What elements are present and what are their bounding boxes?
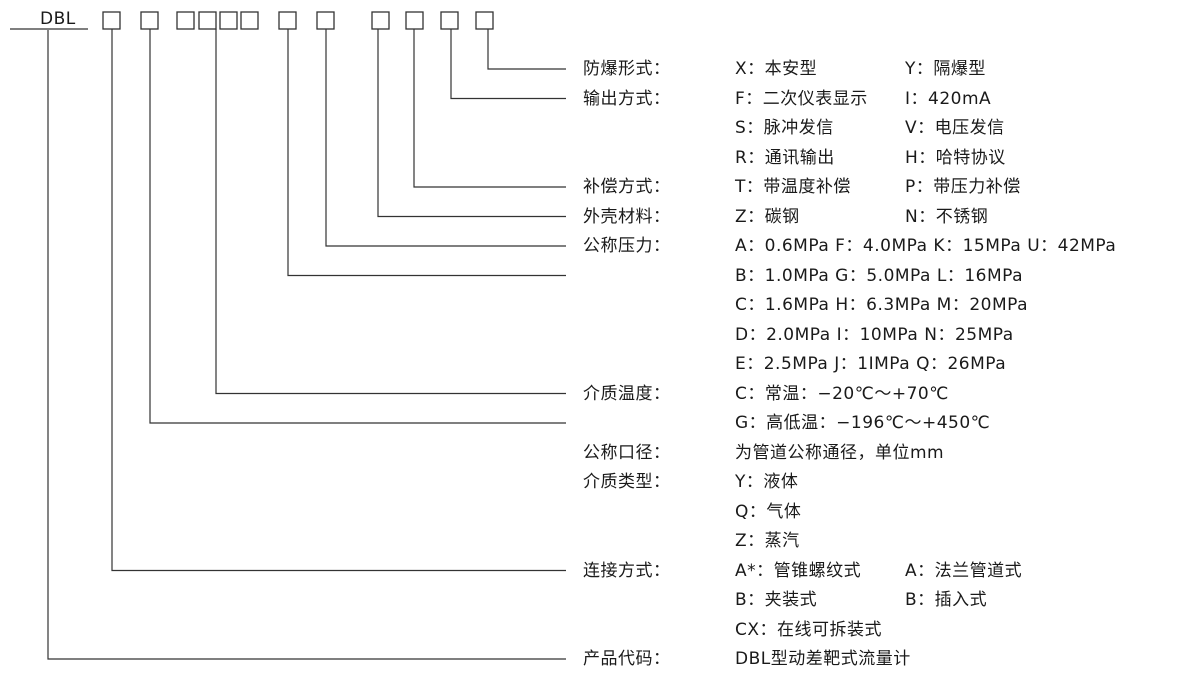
code-box-4 xyxy=(219,11,238,30)
row-10-col1: E：2.5MPa J：1IMPa Q：26MPa xyxy=(735,354,1007,374)
row-2-col2: V：电压发信 xyxy=(905,118,1005,138)
row-17-label: 连接方式： xyxy=(583,560,671,581)
row-20-col1: DBL型动差靶式流量计 xyxy=(735,649,911,669)
leader-line-5 xyxy=(325,29,566,247)
code-box-3 xyxy=(198,11,217,30)
code-box-9 xyxy=(405,11,424,30)
code-boxes xyxy=(102,11,494,30)
code-box-11 xyxy=(475,11,494,30)
row-13-label: 公称口径： xyxy=(583,442,671,463)
row-6-label: 公称压力： xyxy=(583,236,671,256)
row-4-col2: P：带压力补偿 xyxy=(905,177,1021,197)
row-7-col1: B：1.0MPa G：5.0MPa L：16MPa xyxy=(735,265,1024,286)
row-3-col1: R：通讯输出 xyxy=(735,147,835,168)
row-14-col1: Y：液体 xyxy=(735,472,799,492)
code-box-10 xyxy=(440,11,459,30)
row-18-col1: B：夹装式 xyxy=(735,590,818,610)
leader-line-6 xyxy=(377,29,566,218)
code-box-0 xyxy=(102,11,121,30)
row-5-col1: Z：碳钢 xyxy=(735,206,800,227)
row-17-col1: A*：管锥螺纹式 xyxy=(735,560,862,581)
leader-line-7 xyxy=(413,29,566,188)
row-19-col1: CX：在线可拆装式 xyxy=(735,619,883,640)
leader-line-4 xyxy=(287,29,566,277)
row-9-col1: D：2.0MPa I：10MPa N：25MPa xyxy=(735,324,1014,345)
row-4-label: 补偿方式： xyxy=(583,177,671,197)
row-16-col1: Z：蒸汽 xyxy=(735,531,800,551)
row-5-col2: N：不锈钢 xyxy=(905,206,989,227)
leader-line-group xyxy=(10,28,566,660)
row-0-label: 防爆形式： xyxy=(583,59,671,79)
row-1-col2: I：420mA xyxy=(905,88,992,109)
row-15-col1: Q：气体 xyxy=(735,501,802,522)
leader-line-1 xyxy=(111,29,566,572)
row-1-col1: F：二次仪表显示 xyxy=(735,88,868,109)
leader-line-3 xyxy=(215,29,566,395)
row-0-col1: X：本安型 xyxy=(735,59,818,79)
row-6-col1: A：0.6MPa F：4.0MPa K：15MPa U：42MPa xyxy=(735,236,1117,256)
row-20-label: 产品代码： xyxy=(583,649,671,669)
row-11-label: 介质温度： xyxy=(583,383,671,404)
code-box-6 xyxy=(278,11,297,30)
row-12-col1: G：高低温：−196℃～+450℃ xyxy=(735,413,991,433)
code-box-7 xyxy=(316,11,335,30)
leader-line-2 xyxy=(149,29,566,424)
row-14-label: 介质类型： xyxy=(583,472,671,492)
row-8-col1: C：1.6MPa H：6.3MPa M：20MPa xyxy=(735,295,1029,315)
code-box-5 xyxy=(240,11,259,30)
code-box-2 xyxy=(176,11,195,30)
row-5-label: 外壳材料： xyxy=(583,206,671,227)
leader-line-9 xyxy=(487,29,566,70)
row-3-col2: H：哈特协议 xyxy=(905,147,1006,168)
leader-line-8 xyxy=(450,29,566,100)
code-box-1 xyxy=(140,11,159,30)
row-0-col2: Y：隔爆型 xyxy=(905,59,986,79)
row-17-col2: A：法兰管道式 xyxy=(905,560,1023,581)
row-18-col2: B：插入式 xyxy=(905,590,988,610)
row-1-label: 输出方式： xyxy=(583,88,671,109)
row-13-col1: 为管道公称通径，单位mm xyxy=(735,442,945,463)
code-box-8 xyxy=(371,11,390,30)
row-4-col1: T：带温度补偿 xyxy=(735,177,851,197)
row-11-col1: C：常温：−20℃～+70℃ xyxy=(735,383,949,404)
row-2-col1: S：脉冲发信 xyxy=(735,118,834,138)
model-code: DBL xyxy=(40,9,76,29)
leader-line-0 xyxy=(47,30,566,660)
